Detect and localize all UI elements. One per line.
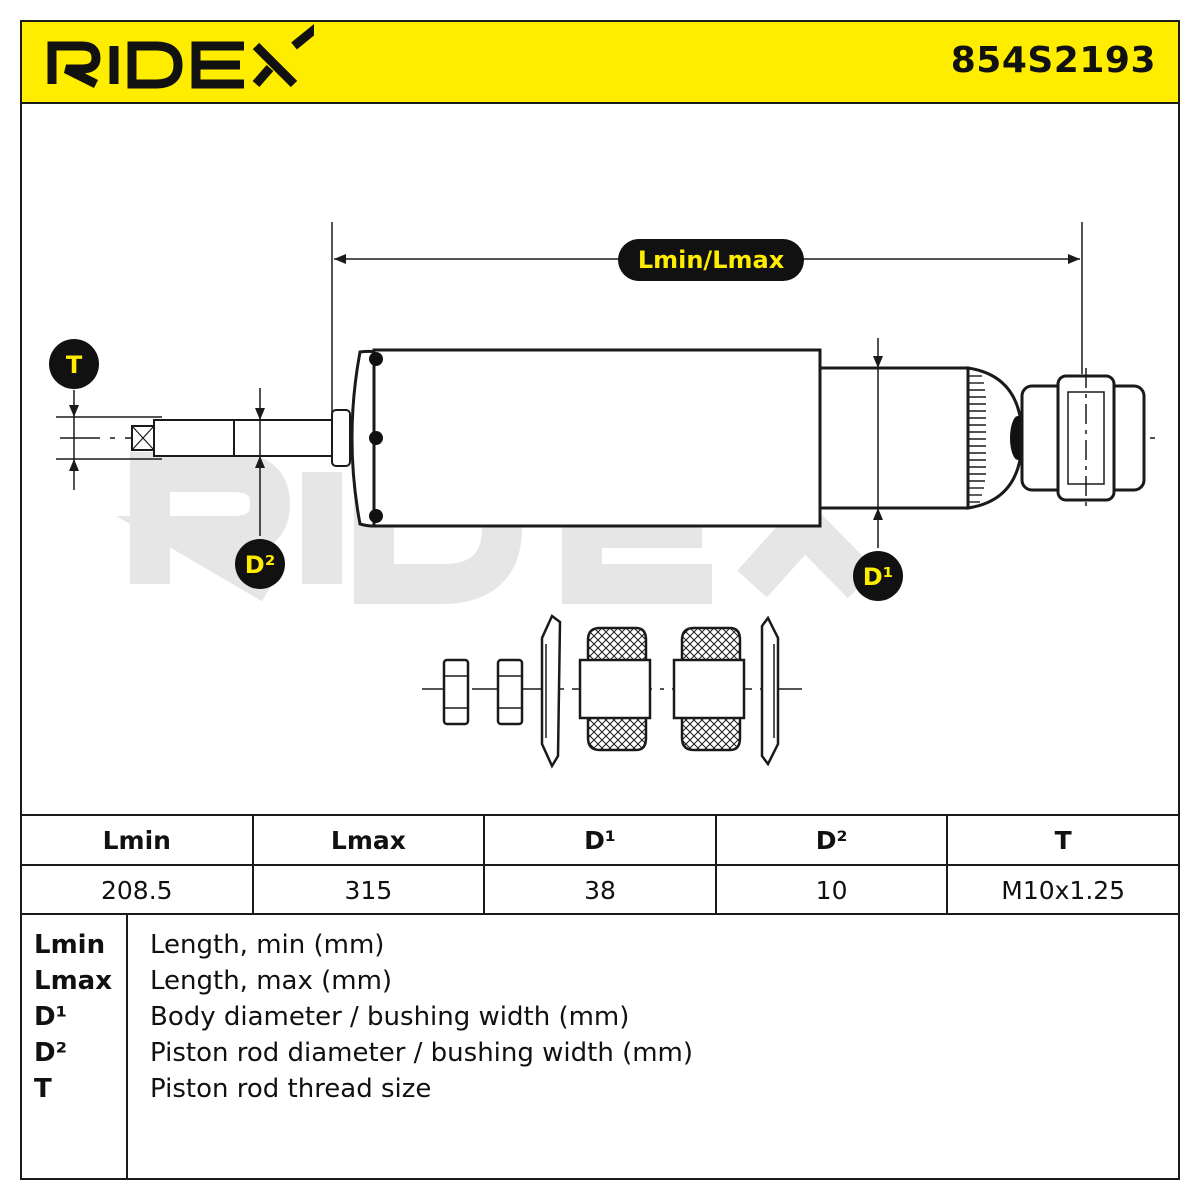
legend-key-lmax: Lmax bbox=[34, 966, 112, 996]
part-number: 854S2193 bbox=[950, 40, 1156, 81]
washer-1 bbox=[540, 614, 562, 769]
legend-desc-t: Piston rod thread size bbox=[150, 1074, 432, 1104]
rubber-bushing-1 bbox=[578, 626, 652, 752]
body-diameter-badge bbox=[853, 551, 903, 601]
nut-1 bbox=[442, 658, 470, 726]
body-diameter-dimension bbox=[873, 338, 883, 548]
spec-header-d2: D² bbox=[717, 816, 949, 864]
spec-header-d1: D¹ bbox=[485, 816, 717, 864]
legend-desc-d1: Body diameter / bushing width (mm) bbox=[150, 1002, 630, 1032]
shock-body bbox=[350, 348, 1024, 528]
spec-value-lmax: 315 bbox=[254, 866, 486, 914]
spec-header-lmin: Lmin bbox=[22, 816, 254, 864]
nut-2 bbox=[496, 658, 524, 726]
spec-value-d2: 10 bbox=[717, 866, 949, 914]
length-label-pill bbox=[618, 239, 804, 281]
spec-header-row: Lmin Lmax D¹ D² T bbox=[22, 816, 1178, 866]
legend-key-lmin: Lmin bbox=[34, 930, 106, 960]
legend-desc-lmax: Length, max (mm) bbox=[150, 966, 393, 996]
spec-header-lmax: Lmax bbox=[254, 816, 486, 864]
legend-key-t: T bbox=[34, 1074, 52, 1104]
eye-bushing bbox=[1020, 374, 1146, 502]
thread-dimension bbox=[56, 390, 162, 490]
body-diameter-label: D¹ bbox=[863, 563, 893, 591]
rod-diameter-dimension bbox=[255, 388, 265, 536]
header-bar: 854S2193 bbox=[22, 22, 1178, 104]
spec-value-d1: 38 bbox=[485, 866, 717, 914]
legend-desc-lmin: Length, min (mm) bbox=[150, 930, 385, 960]
rubber-bushing-2 bbox=[672, 626, 746, 752]
legend-key-d2: D² bbox=[34, 1038, 67, 1068]
legend-key-d1: D¹ bbox=[34, 1002, 67, 1032]
legend-key-column bbox=[22, 913, 128, 1178]
washer-2 bbox=[760, 615, 780, 767]
legend: Lmin Length, min (mm) Lmax Length, max (… bbox=[22, 913, 1178, 1178]
shock-absorber-diagram: Lmin/Lmax T bbox=[49, 222, 1156, 769]
spec-value-lmin: 208.5 bbox=[22, 866, 254, 914]
datasheet-frame: 854S2193 Lmin/Lmax bbox=[20, 20, 1180, 1180]
brand-logo bbox=[47, 23, 314, 89]
spec-value-row: 208.5 315 38 10 M10x1.25 bbox=[22, 866, 1178, 914]
spec-header-t: T bbox=[1054, 825, 1072, 855]
rod-diameter-label: D² bbox=[245, 551, 275, 579]
thread-label-badge bbox=[49, 339, 99, 389]
knurl-band bbox=[968, 375, 986, 503]
thread-label: T bbox=[66, 351, 83, 379]
legend-desc-d2: Piston rod diameter / bushing width (mm) bbox=[150, 1038, 694, 1068]
technical-drawing: Lmin/Lmax T bbox=[22, 104, 1178, 814]
rod-diameter-badge bbox=[235, 539, 285, 589]
piston-rod bbox=[131, 409, 351, 467]
spec-value-t: M10x1.25 bbox=[1001, 875, 1126, 905]
length-label: Lmin/Lmax bbox=[638, 246, 785, 274]
spec-table: Lmin Lmax D¹ D² T 208.5 315 38 10 M10x1.… bbox=[22, 814, 1178, 915]
